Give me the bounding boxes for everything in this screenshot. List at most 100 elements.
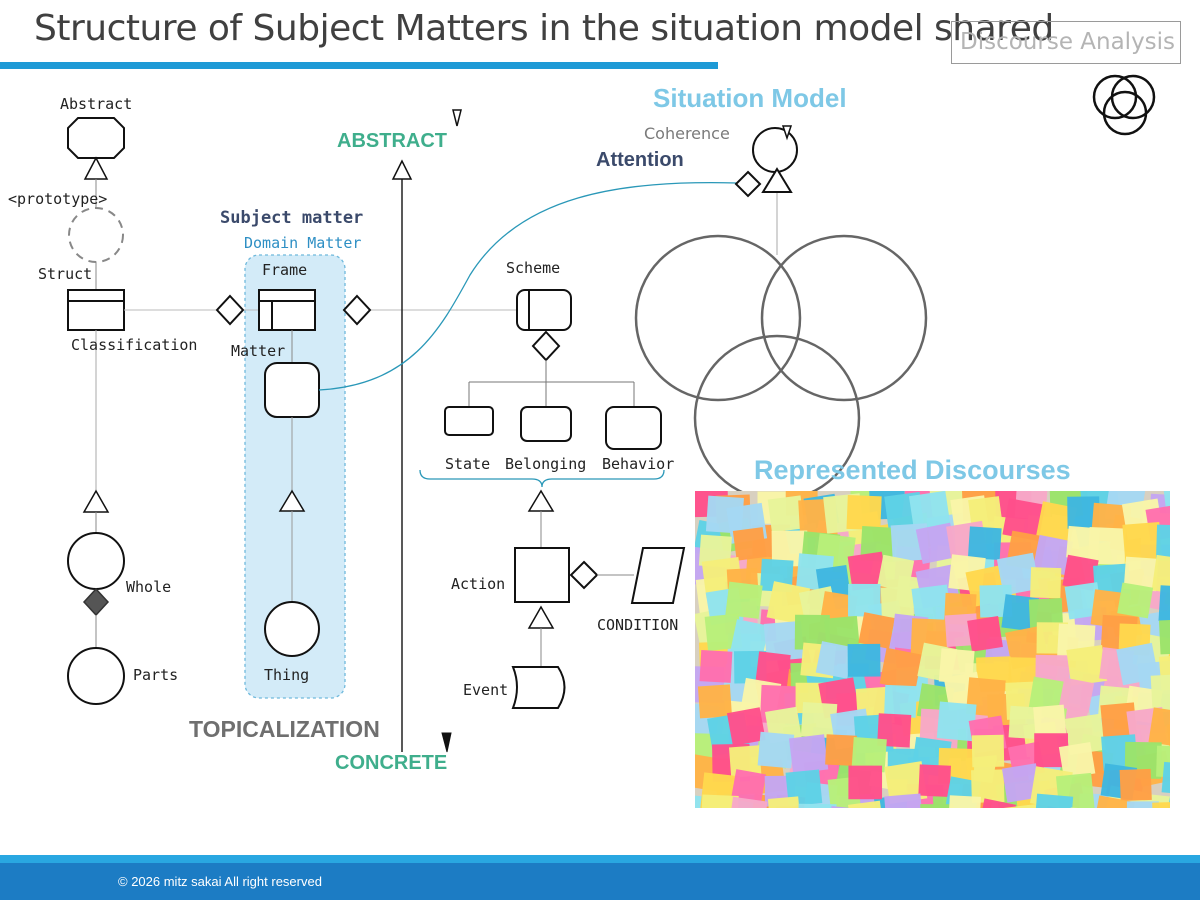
sticky-note	[1062, 554, 1099, 592]
sticky-note	[824, 615, 860, 652]
sticky-note	[971, 769, 1005, 803]
sticky-note	[725, 581, 763, 619]
sticky-note	[1122, 521, 1163, 562]
represented-discourses-title: Represented Discourses	[754, 455, 1071, 485]
sticky-note	[815, 641, 854, 679]
sticky-note	[915, 522, 958, 565]
sticky-note	[918, 764, 951, 798]
copyright-text: © 2026 mitz sakai All right reserved	[118, 874, 322, 889]
sticky-note	[1002, 498, 1046, 542]
thing-circle	[264, 601, 320, 657]
sticky-note	[763, 620, 805, 662]
sticky-note	[1066, 644, 1108, 686]
sticky-note	[996, 552, 1040, 596]
behavior-label: Behavior	[602, 455, 674, 473]
sticky-note	[879, 647, 923, 691]
sticky-note	[1033, 704, 1067, 738]
axis-arrowhead	[391, 159, 413, 180]
parts-circle	[67, 647, 125, 705]
event-label: Event	[463, 681, 508, 699]
whole-generalization-arrow	[82, 489, 110, 513]
sticky-note	[798, 803, 837, 808]
situation-circle-right	[760, 234, 928, 402]
subject-matter-shapes	[258, 289, 320, 657]
sticky-note	[1151, 554, 1170, 596]
sticky-note	[755, 651, 791, 687]
sticky-note	[1161, 761, 1170, 795]
action-box	[514, 547, 570, 603]
axis-top-marker	[452, 109, 462, 127]
sticky-note	[1067, 496, 1100, 529]
domain-matter-subheading: Domain Matter	[244, 234, 361, 252]
sticky-note	[1119, 768, 1152, 802]
sticky-note	[877, 713, 912, 748]
sticky-note	[880, 586, 914, 620]
sticky-note	[1117, 582, 1154, 619]
frame-label: Frame	[262, 261, 307, 279]
sticky-note	[757, 731, 795, 769]
sticky-note	[825, 734, 857, 766]
coherence-symbol	[734, 125, 798, 198]
belonging-box	[520, 406, 572, 442]
footer-accent-bar	[0, 855, 1200, 863]
thing-label: Thing	[264, 666, 309, 684]
sticky-note	[877, 554, 915, 592]
condition-label: CONDITION	[597, 616, 678, 634]
venn-icon	[1092, 74, 1156, 136]
sticky-note	[1123, 556, 1159, 592]
action-group	[511, 489, 686, 709]
condition-parallelogram	[630, 547, 686, 604]
sticky-note	[1036, 501, 1078, 543]
sticky-note	[858, 612, 895, 649]
attention-connector	[318, 182, 738, 391]
sticky-note	[767, 495, 805, 533]
sticky-note	[728, 796, 768, 808]
subject-matter-heading: Subject matter	[220, 208, 363, 228]
sticky-note	[766, 581, 811, 625]
sticky-note	[908, 491, 951, 533]
prototype-label: <prototype>	[8, 190, 107, 208]
sticky-note	[767, 796, 801, 808]
whole-circle	[67, 532, 125, 590]
sticky-note	[848, 765, 883, 800]
sticky-note	[1008, 657, 1040, 689]
sticky-note	[788, 734, 829, 774]
struct-box	[67, 289, 125, 331]
sticky-note	[699, 649, 733, 683]
sticky-note	[847, 551, 887, 591]
prototype-circle	[68, 207, 124, 263]
coherence-loop-icon	[752, 127, 798, 173]
title-underline	[0, 62, 718, 69]
sticky-note	[1058, 677, 1095, 713]
sticky-note	[884, 793, 924, 808]
sticky-note	[884, 684, 917, 718]
diagram-canvas: Abstract <prototype> Struct Classificati…	[8, 74, 1156, 774]
sticky-note	[1158, 618, 1170, 655]
state-label: State	[445, 455, 490, 473]
event-generalization-arrow	[527, 605, 555, 629]
sticky-note	[1001, 763, 1042, 803]
classification-label: Classification	[71, 336, 197, 354]
sticky-note	[920, 804, 954, 808]
sticky-note	[1116, 642, 1159, 686]
sticky-note	[1092, 795, 1135, 808]
scheme-box	[516, 289, 572, 331]
axis-bottom-label: CONCRETE	[335, 752, 447, 774]
scheme-diamond	[531, 330, 561, 362]
page-title: Structure of Subject Matters in the situ…	[34, 8, 1054, 49]
sticky-note	[971, 734, 1005, 768]
topicalization-label: TOPICALIZATION	[189, 716, 380, 742]
footer: © 2026 mitz sakai All right reserved	[0, 863, 1200, 900]
attention-label: Attention	[596, 149, 684, 171]
situation-model-title: Situation Model	[653, 83, 847, 113]
sticky-note	[936, 701, 977, 742]
scheme-label: Scheme	[506, 259, 560, 277]
coherence-triangle	[761, 167, 793, 193]
sticky-note	[911, 584, 952, 625]
axis-bottom-marker	[441, 732, 452, 753]
whole-label: Whole	[126, 578, 171, 596]
sticky-note	[730, 619, 770, 658]
sticky-note	[1058, 742, 1096, 779]
sticky-notes-photo	[695, 491, 1170, 808]
struct-label: Struct	[38, 265, 92, 283]
